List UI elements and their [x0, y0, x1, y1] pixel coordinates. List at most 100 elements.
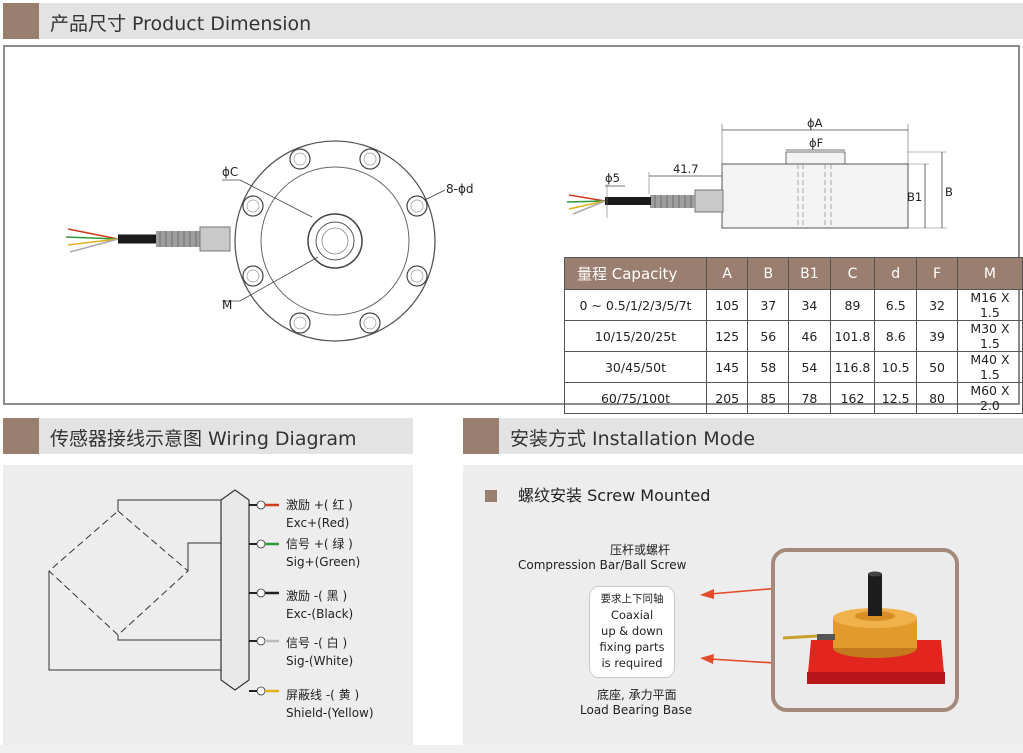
wire-label-sig-minus: 信号 -( 白 ) Sig-(White)	[286, 634, 353, 670]
cell: 12.5	[874, 382, 918, 414]
side-connector	[694, 189, 724, 213]
wire-label-en: Sig-(White)	[286, 654, 354, 668]
cell: 56	[747, 320, 790, 352]
cell: 60/75/100t	[564, 382, 707, 414]
wire-label-cn: 信号 -( 白 )	[286, 636, 348, 650]
cell: 105	[705, 289, 749, 321]
table-header-row: 量程 Capacity A B B1 C d F M	[564, 257, 1023, 290]
section-marker	[3, 418, 39, 454]
wire-label-en: Exc+(Red)	[286, 516, 350, 530]
wiring-panel	[3, 465, 413, 745]
spec-table: 量程 Capacity A B B1 C d F M 0 ~ 0.5/1/2/3…	[564, 257, 1023, 414]
bolt-hole	[359, 148, 381, 170]
cell: 30/45/50t	[564, 351, 707, 383]
wire-label-en: Exc-(Black)	[286, 607, 354, 621]
cable-connector	[199, 226, 231, 252]
cell: M16 X 1.5	[956, 289, 1023, 321]
label-bar-en: Compression Bar/Ball Screw	[518, 558, 687, 572]
col-f: F	[916, 257, 958, 290]
wire-label-en: Shield-(Yellow)	[286, 706, 374, 720]
label-base-en: Load Bearing Base	[580, 703, 693, 717]
label-holes: 8-ϕd	[446, 182, 474, 196]
col-d: d	[874, 257, 918, 290]
wire-label-cn: 激励 -( 黑 )	[286, 589, 348, 603]
label-length: 41.7	[673, 162, 699, 176]
coax-line: up & down	[601, 624, 663, 638]
subtitle-marker	[485, 490, 497, 502]
wire-label-exc-minus: 激励 -( 黑 ) Exc-(Black)	[286, 587, 353, 623]
bolt-hole	[242, 265, 264, 287]
wire-label-sig-plus: 信号 +( 绿 ) Sig+(Green)	[286, 535, 360, 571]
cell: 46	[788, 320, 831, 352]
coax-line: is required	[601, 656, 663, 670]
cell: 50	[916, 351, 958, 383]
front-view-drawing: ϕC 8-ϕd M	[65, 140, 474, 342]
bottom-strip	[0, 745, 1023, 753]
label-phi-5: ϕ5	[605, 171, 620, 185]
section-title-installation: 安装方式 Installation Mode	[510, 428, 756, 450]
cell: 39	[916, 320, 958, 352]
cell: 78	[788, 382, 831, 414]
col-b: B	[747, 257, 790, 290]
label-phi-c: ϕC	[222, 165, 238, 179]
section-header-dimension: 产品尺寸 Product Dimension	[3, 3, 1023, 39]
section-title-wiring: 传感器接线示意图 Wiring Diagram	[50, 428, 357, 450]
wire-label-shield: 屏蔽线 -( 黄 ) Shield-(Yellow)	[286, 686, 374, 722]
cell: 89	[829, 289, 876, 321]
cell: 116.8	[829, 351, 876, 383]
coax-cn: 要求上下同轴	[600, 593, 664, 605]
wiring-diagram	[48, 489, 279, 696]
install-subtitle: 螺纹安装 Screw Mounted	[518, 486, 711, 505]
bridge-circuit	[48, 510, 189, 636]
mounted-sensor-photo	[771, 548, 959, 712]
col-m: M	[956, 257, 1023, 290]
section-marker	[3, 3, 39, 39]
top-plate	[785, 151, 846, 165]
thread-m	[315, 221, 355, 261]
cell: 10/15/20/25t	[564, 320, 707, 352]
label-b1: B1	[907, 190, 922, 204]
cell: 34	[788, 289, 831, 321]
cell: 10.5	[874, 351, 918, 383]
cell: 205	[705, 382, 749, 414]
section-header-installation: 安装方式 Installation Mode	[463, 418, 1023, 454]
wire-label-exc-plus: 激励 +( 红 ) Exc+(Red)	[286, 496, 353, 532]
wire-label-cn: 信号 +( 绿 )	[286, 537, 353, 551]
bolt-hole	[406, 265, 428, 287]
col-b1: B1	[788, 257, 831, 290]
dimension-panel	[3, 45, 1020, 405]
col-a: A	[705, 257, 749, 290]
wire-label-cn: 屏蔽线 -( 黄 )	[286, 688, 360, 702]
col-c: C	[829, 257, 876, 290]
coax-line: Coaxial	[610, 608, 654, 622]
cell: M40 X 1.5	[956, 351, 1023, 383]
col-capacity: 量程 Capacity	[564, 257, 707, 290]
cable-bundle	[220, 489, 250, 691]
cell: 37	[747, 289, 790, 321]
coaxial-note: 要求上下同轴 Coaxial up & down fixing parts is…	[589, 586, 675, 678]
cell: 145	[705, 351, 749, 383]
section-marker	[463, 418, 499, 454]
label-m: M	[222, 298, 232, 312]
wire-label-en: Sig+(Green)	[286, 555, 361, 569]
cell: 6.5	[874, 289, 918, 321]
side-view-drawing: ϕA ϕF B1 B 41.7 ϕ5	[566, 116, 953, 229]
section-title-dimension: 产品尺寸 Product Dimension	[50, 13, 312, 35]
label-base-cn: 底座, 承力平面	[597, 688, 677, 702]
cell: 58	[747, 351, 790, 383]
cell: 0 ~ 0.5/1/2/3/5/7t	[564, 289, 707, 321]
coax-line: fixing parts	[599, 640, 665, 654]
cell: 32	[916, 289, 958, 321]
bolt-hole	[289, 312, 311, 334]
wire-label-cn: 激励 +( 红 )	[286, 498, 353, 512]
bolt-hole	[359, 312, 381, 334]
cell: 125	[705, 320, 749, 352]
cell: 101.8	[829, 320, 876, 352]
cell: 54	[788, 351, 831, 383]
cell: M60 X 2.0	[956, 382, 1023, 414]
cell: 8.6	[874, 320, 918, 352]
